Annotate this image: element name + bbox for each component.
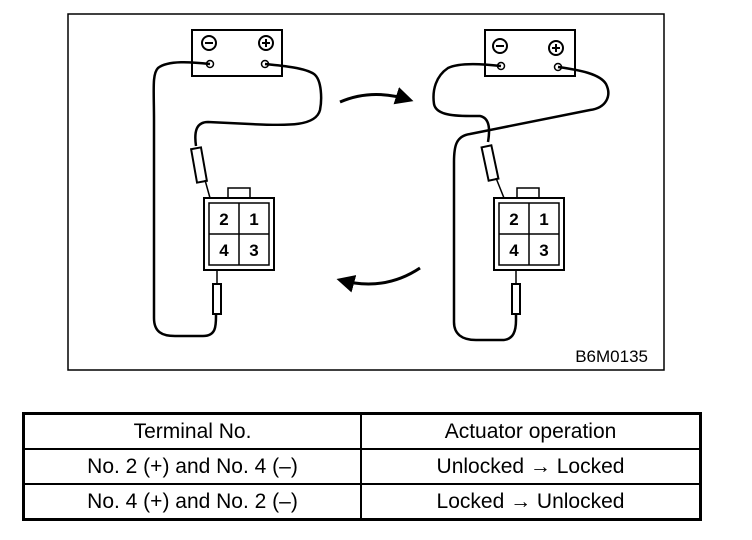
cycle-arrow-top (339, 87, 414, 105)
connector-left-terminal-1: 1 (249, 210, 258, 229)
right-setup: 2 1 4 3 (432, 29, 610, 342)
battery-right (484, 29, 576, 77)
left-setup: 2 1 4 3 (152, 29, 323, 338)
actuator-test-table: Terminal No. Actuator operation No. 2 (+… (22, 412, 702, 521)
connector-right-terminal-1: 1 (539, 210, 548, 229)
connector-right-terminal-3: 3 (539, 241, 548, 260)
negative-terminal-icon (492, 38, 508, 54)
battery-left (191, 29, 283, 77)
connector-left-terminal-2: 2 (219, 210, 228, 229)
header-terminal-no: Terminal No. (22, 412, 362, 450)
negative-terminal-icon (201, 35, 217, 51)
negative-lead-wire (152, 61, 218, 338)
positive-terminal-icon (258, 35, 274, 51)
positive-terminal-icon (548, 40, 564, 56)
wiring-diagram: 2 1 4 3 (67, 13, 665, 371)
connector-right-terminal-4: 4 (509, 241, 519, 260)
lead-wire-top (432, 62, 502, 143)
cell-operation: Unlocked → Locked (360, 448, 702, 485)
cell-terminal: No. 2 (+) and No. 4 (–) (22, 448, 362, 485)
cell-operation: Locked → Unlocked (360, 483, 702, 521)
header-actuator-operation: Actuator operation (360, 412, 702, 450)
connector-left: 2 1 4 3 (203, 187, 275, 271)
table-row: No. 2 (+) and No. 4 (–) Unlocked → Locke… (22, 448, 702, 485)
reference-code: B6M0135 (575, 347, 648, 366)
cycle-arrow-bottom (336, 266, 421, 293)
table-header-row: Terminal No. Actuator operation (22, 412, 702, 450)
positive-lead-wire (194, 62, 323, 147)
diagram-frame (67, 13, 665, 371)
table-row: No. 4 (+) and No. 2 (–) Locked → Unlocke… (22, 483, 702, 521)
connector-left-terminal-3: 3 (249, 241, 258, 260)
lead-wire-bottom (452, 65, 610, 342)
connector-right-terminal-2: 2 (509, 210, 518, 229)
connector-right: 2 1 4 3 (493, 187, 565, 271)
connector-left-terminal-4: 4 (219, 241, 229, 260)
cell-terminal: No. 4 (+) and No. 2 (–) (22, 483, 362, 521)
